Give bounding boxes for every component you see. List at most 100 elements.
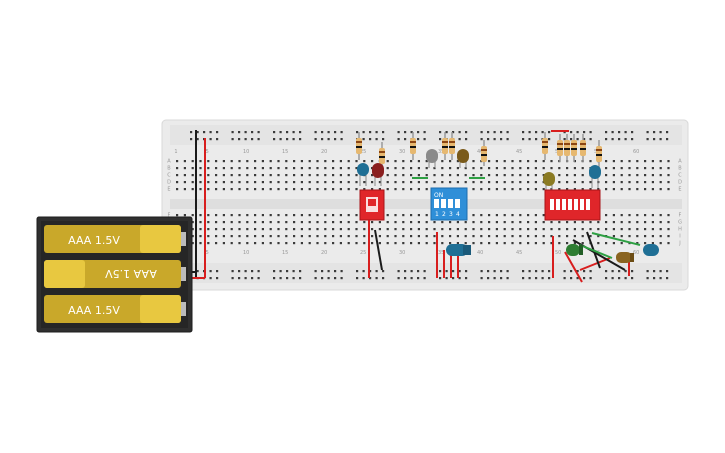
breadboard-hole bbox=[209, 131, 212, 134]
breadboard-hole bbox=[581, 188, 584, 191]
breadboard-hole bbox=[573, 188, 576, 191]
breadboard-hole bbox=[597, 188, 600, 191]
breadboard-hole bbox=[666, 277, 669, 280]
breadboard-hole bbox=[644, 167, 647, 170]
breadboard-hole bbox=[386, 228, 389, 231]
breadboard-hole bbox=[417, 181, 420, 184]
breadboard-hole bbox=[176, 160, 179, 163]
breadboard-hole bbox=[238, 277, 241, 280]
breadboard-hole bbox=[261, 160, 264, 163]
breadboard-hole bbox=[519, 181, 522, 184]
breadboard-hole bbox=[397, 131, 400, 134]
breadboard-column-number: 45 bbox=[516, 250, 522, 256]
breadboard-hole bbox=[519, 167, 522, 170]
breadboard-hole bbox=[308, 235, 311, 238]
led-green bbox=[566, 244, 583, 256]
blue-dip-switch[interactable]: ON 1 2 3 4 bbox=[430, 187, 468, 221]
breadboard-hole bbox=[667, 242, 670, 245]
breadboard-row-letter: C bbox=[678, 173, 682, 179]
breadboard-hole bbox=[340, 131, 343, 134]
breadboard-hole bbox=[199, 174, 202, 177]
breadboard-hole bbox=[566, 167, 569, 170]
breadboard-hole bbox=[612, 228, 615, 231]
breadboard-hole bbox=[340, 270, 343, 273]
breadboard-hole bbox=[244, 138, 247, 141]
breadboard-hole bbox=[308, 221, 311, 224]
breadboard-hole bbox=[285, 160, 288, 163]
breadboard-column-number: 25 bbox=[360, 149, 366, 155]
breadboard-hole bbox=[488, 221, 491, 224]
red-dip-switch-8[interactable] bbox=[544, 189, 601, 221]
breadboard-hole bbox=[631, 277, 634, 280]
breadboard-hole bbox=[230, 214, 233, 217]
breadboard-hole bbox=[362, 270, 365, 273]
breadboard-hole bbox=[339, 188, 342, 191]
breadboard-hole bbox=[285, 181, 288, 184]
breadboard-hole bbox=[404, 138, 407, 141]
breadboard-hole bbox=[293, 221, 296, 224]
breadboard-hole bbox=[299, 131, 302, 134]
breadboard-hole bbox=[355, 228, 358, 231]
breadboard-hole bbox=[402, 242, 405, 245]
breadboard-hole bbox=[605, 270, 608, 273]
breadboard-hole bbox=[620, 160, 623, 163]
breadboard-hole bbox=[503, 174, 506, 177]
breadboard-hole bbox=[222, 221, 225, 224]
resistor bbox=[564, 134, 570, 162]
battery-label: AAA 1.5V bbox=[68, 234, 120, 247]
breadboard-hole bbox=[605, 131, 608, 134]
breadboard-hole bbox=[269, 228, 272, 231]
breadboard-hole bbox=[191, 167, 194, 170]
breadboard-hole bbox=[363, 160, 366, 163]
breadboard-hole bbox=[277, 167, 280, 170]
breadboard-hole bbox=[646, 277, 649, 280]
breadboard-hole bbox=[321, 270, 324, 273]
breadboard-hole bbox=[605, 160, 608, 163]
breadboard-hole bbox=[589, 228, 592, 231]
breadboard-hole bbox=[646, 131, 649, 134]
breadboard-hole bbox=[394, 214, 397, 217]
breadboard-hole bbox=[519, 242, 522, 245]
breadboard-hole bbox=[410, 235, 413, 238]
breadboard-hole bbox=[355, 160, 358, 163]
breadboard-hole bbox=[362, 277, 365, 280]
breadboard-hole bbox=[605, 228, 608, 231]
breadboard-hole bbox=[456, 235, 459, 238]
breadboard-hole bbox=[624, 270, 627, 273]
breadboard-hole bbox=[410, 174, 413, 177]
breadboard-hole bbox=[620, 235, 623, 238]
breadboard-holes bbox=[176, 131, 670, 280]
breadboard-hole bbox=[321, 131, 324, 134]
breadboard-hole bbox=[230, 167, 233, 170]
breadboard-hole bbox=[190, 138, 193, 141]
breadboard-hole bbox=[644, 188, 647, 191]
breadboard-hole bbox=[199, 167, 202, 170]
breadboard-hole bbox=[355, 181, 358, 184]
breadboard-hole bbox=[542, 228, 545, 231]
breadboard-hole bbox=[480, 221, 483, 224]
breadboard-hole bbox=[441, 181, 444, 184]
breadboard-hole bbox=[488, 214, 491, 217]
breadboard-hole bbox=[207, 228, 210, 231]
breadboard-hole bbox=[573, 228, 576, 231]
breadboard-column-number: 40 bbox=[477, 250, 483, 256]
breadboard-hole bbox=[207, 181, 210, 184]
breadboard-hole bbox=[378, 188, 381, 191]
breadboard-hole bbox=[386, 235, 389, 238]
breadboard-hole bbox=[277, 228, 280, 231]
breadboard-hole bbox=[541, 277, 544, 280]
breadboard-hole bbox=[581, 221, 584, 224]
breadboard-hole bbox=[566, 242, 569, 245]
breadboard-hole bbox=[394, 174, 397, 177]
red-slide-switch[interactable] bbox=[359, 189, 385, 221]
breadboard-hole bbox=[285, 235, 288, 238]
breadboard-hole bbox=[292, 277, 295, 280]
breadboard-hole bbox=[646, 270, 649, 273]
breadboard-hole bbox=[636, 181, 639, 184]
breadboard-hole bbox=[386, 160, 389, 163]
breadboard-hole bbox=[277, 242, 280, 245]
breadboard-hole bbox=[215, 221, 218, 224]
breadboard-hole bbox=[324, 167, 327, 170]
breadboard-hole bbox=[363, 188, 366, 191]
breadboard-hole bbox=[472, 167, 475, 170]
